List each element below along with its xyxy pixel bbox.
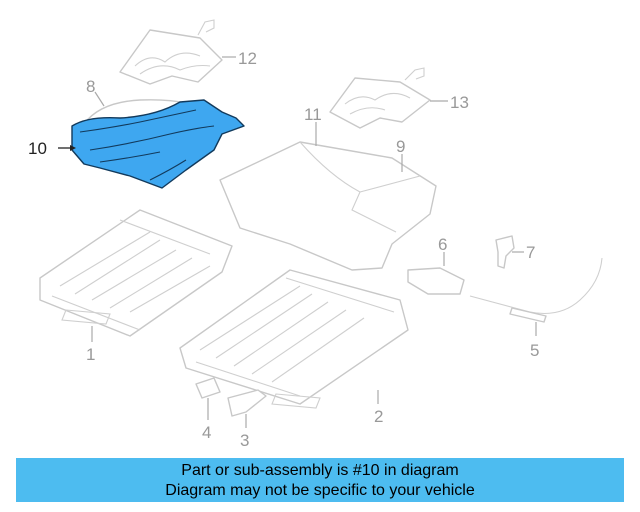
part-10-highlight — [71, 99, 245, 189]
callout-1: 1 — [86, 345, 95, 364]
banner-line-2: Diagram may not be specific to your vehi… — [165, 482, 475, 499]
part-6-connector — [407, 252, 465, 295]
callout-5: 5 — [530, 341, 539, 360]
callout-9: 9 — [396, 137, 405, 156]
callout-7: 7 — [526, 243, 535, 262]
callout-13: 13 — [450, 93, 469, 112]
callout-6: 6 — [438, 235, 447, 254]
callout-10: 10 — [28, 139, 47, 158]
part-1-seat-frame — [39, 209, 233, 342]
part-13-heater-pad — [329, 67, 448, 129]
part-3-bracket — [227, 389, 267, 428]
part-5-cable — [469, 257, 603, 336]
callout-4: 4 — [202, 423, 211, 442]
callout-12: 12 — [238, 49, 257, 68]
callout-11: 11 — [304, 105, 322, 124]
parts-diagram: 1 2 3 4 5 6 7 8 9 10 11 12 13 — [28, 19, 603, 450]
callout-2: 2 — [374, 407, 383, 426]
callout-3: 3 — [240, 431, 249, 450]
part-2-seat-frame — [179, 269, 409, 409]
part-7-fastener — [495, 235, 524, 269]
banner-line-1: Part or sub-assembly is #10 in diagram — [181, 462, 459, 479]
part-4-clip — [195, 377, 221, 420]
part-12-heater-pad — [119, 19, 236, 85]
callout-8: 8 — [86, 77, 95, 96]
info-banner: Part or sub-assembly is #10 in diagram D… — [16, 458, 624, 502]
part-10-seat-cushion — [58, 99, 245, 189]
part-9-rear-cushion — [219, 122, 437, 271]
